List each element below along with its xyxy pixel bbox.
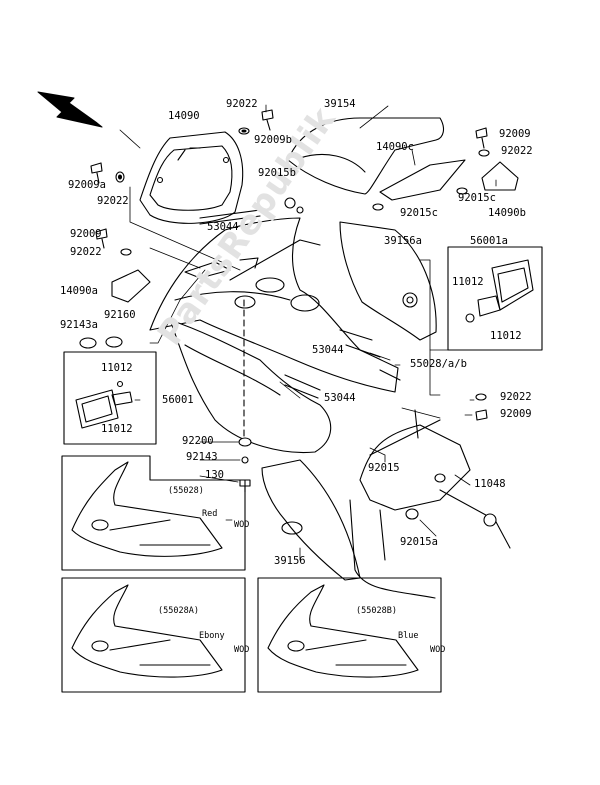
upper-cowl — [149, 217, 401, 393]
label-92022-left2: 92022 — [70, 246, 102, 258]
label-55028ab: 55028/a/b — [410, 358, 467, 370]
inset-box-55028a — [61, 577, 246, 693]
label-53044-mid: 53044 — [312, 344, 344, 356]
inset-color-blue: Blue — [398, 631, 419, 641]
inset-code-55028a: (55028A) — [158, 606, 199, 616]
label-92015c-a: 92015c — [400, 207, 438, 219]
washer-92022-top — [238, 127, 250, 135]
label-11012-r2: 11012 — [490, 330, 522, 342]
cowl-stay-frame — [349, 393, 511, 599]
meter-panel — [139, 131, 244, 224]
label-14090a: 14090a — [60, 285, 98, 297]
side-cowl — [169, 319, 332, 454]
inset-wod-3: WOD — [430, 645, 446, 655]
inset-box-55028 — [61, 455, 246, 571]
label-92143a: 92143a — [60, 319, 98, 331]
duct-53044-top — [199, 197, 304, 225]
mirror-56001a — [465, 259, 534, 323]
label-11012-r1: 11012 — [452, 276, 484, 288]
label-92022-tr: 92022 — [501, 145, 533, 157]
label-92022-top: 92022 — [226, 98, 258, 110]
label-92015a: 92015a — [400, 536, 438, 548]
inset-box-55028b — [257, 577, 442, 693]
label-92009a: 92009a — [68, 179, 106, 191]
label-92022-left: 92022 — [97, 195, 129, 207]
gear-icon — [402, 292, 418, 308]
grommets-92143a — [79, 336, 123, 349]
bracket-14090a — [95, 228, 151, 303]
label-92015c-b: 92015c — [458, 192, 496, 204]
label-92160: 92160 — [104, 309, 136, 321]
inset-color-red: Red — [202, 509, 218, 519]
label-92009-right: 92009 — [500, 408, 532, 420]
inset-wod-2: WOD — [234, 645, 250, 655]
inset-color-ebony: Ebony — [199, 631, 225, 641]
label-11012-l2: 11012 — [101, 423, 133, 435]
label-53044-low: 53044 — [324, 392, 356, 404]
inner-panel-39156a — [339, 221, 437, 341]
washer-92022-left — [115, 171, 125, 183]
label-92200: 92200 — [182, 435, 214, 447]
screw-92009b — [261, 109, 274, 131]
label-11012-l1: 11012 — [101, 362, 133, 374]
bracket-14090b — [475, 127, 519, 191]
label-11048: 11048 — [474, 478, 506, 490]
mirror-56001 — [75, 380, 133, 429]
bracket-14090c — [372, 159, 468, 211]
label-92015b: 92015b — [258, 167, 296, 179]
inset-wod-1: WOD — [234, 520, 250, 530]
label-92022-right: 92022 — [500, 391, 532, 403]
inset-fairing-ebony — [71, 584, 223, 678]
inset-code-55028: (55028) — [168, 486, 204, 496]
inset-fairing-red — [71, 461, 233, 557]
label-14090: 14090 — [168, 110, 200, 122]
inset-code-55028b: (55028B) — [356, 606, 397, 616]
mirror-detail-box-left — [63, 351, 157, 445]
front-arrow-icon — [37, 91, 103, 128]
leader-lines — [119, 104, 497, 561]
label-130: 130 — [205, 469, 224, 481]
label-14090c: 14090c — [376, 141, 414, 153]
label-56001: 56001 — [162, 394, 194, 406]
label-39154: 39154 — [324, 98, 356, 110]
label-56001a: 56001a — [470, 235, 508, 247]
inner-panel-39156 — [261, 459, 361, 581]
label-92143: 92143 — [186, 451, 218, 463]
label-92015: 92015 — [368, 462, 400, 474]
windshield — [287, 117, 445, 195]
label-39156a: 39156a — [384, 235, 422, 247]
label-92009-left: 92009 — [70, 228, 102, 240]
label-53044-top: 53044 — [207, 221, 239, 233]
label-14090b: 14090b — [488, 207, 526, 219]
mirror-detail-box-right — [447, 246, 543, 351]
label-92009b: 92009b — [254, 134, 292, 146]
label-39156: 39156 — [274, 555, 306, 567]
screw-92009a — [90, 162, 103, 184]
label-92009-tr: 92009 — [499, 128, 531, 140]
inset-fairing-blue — [267, 584, 419, 678]
